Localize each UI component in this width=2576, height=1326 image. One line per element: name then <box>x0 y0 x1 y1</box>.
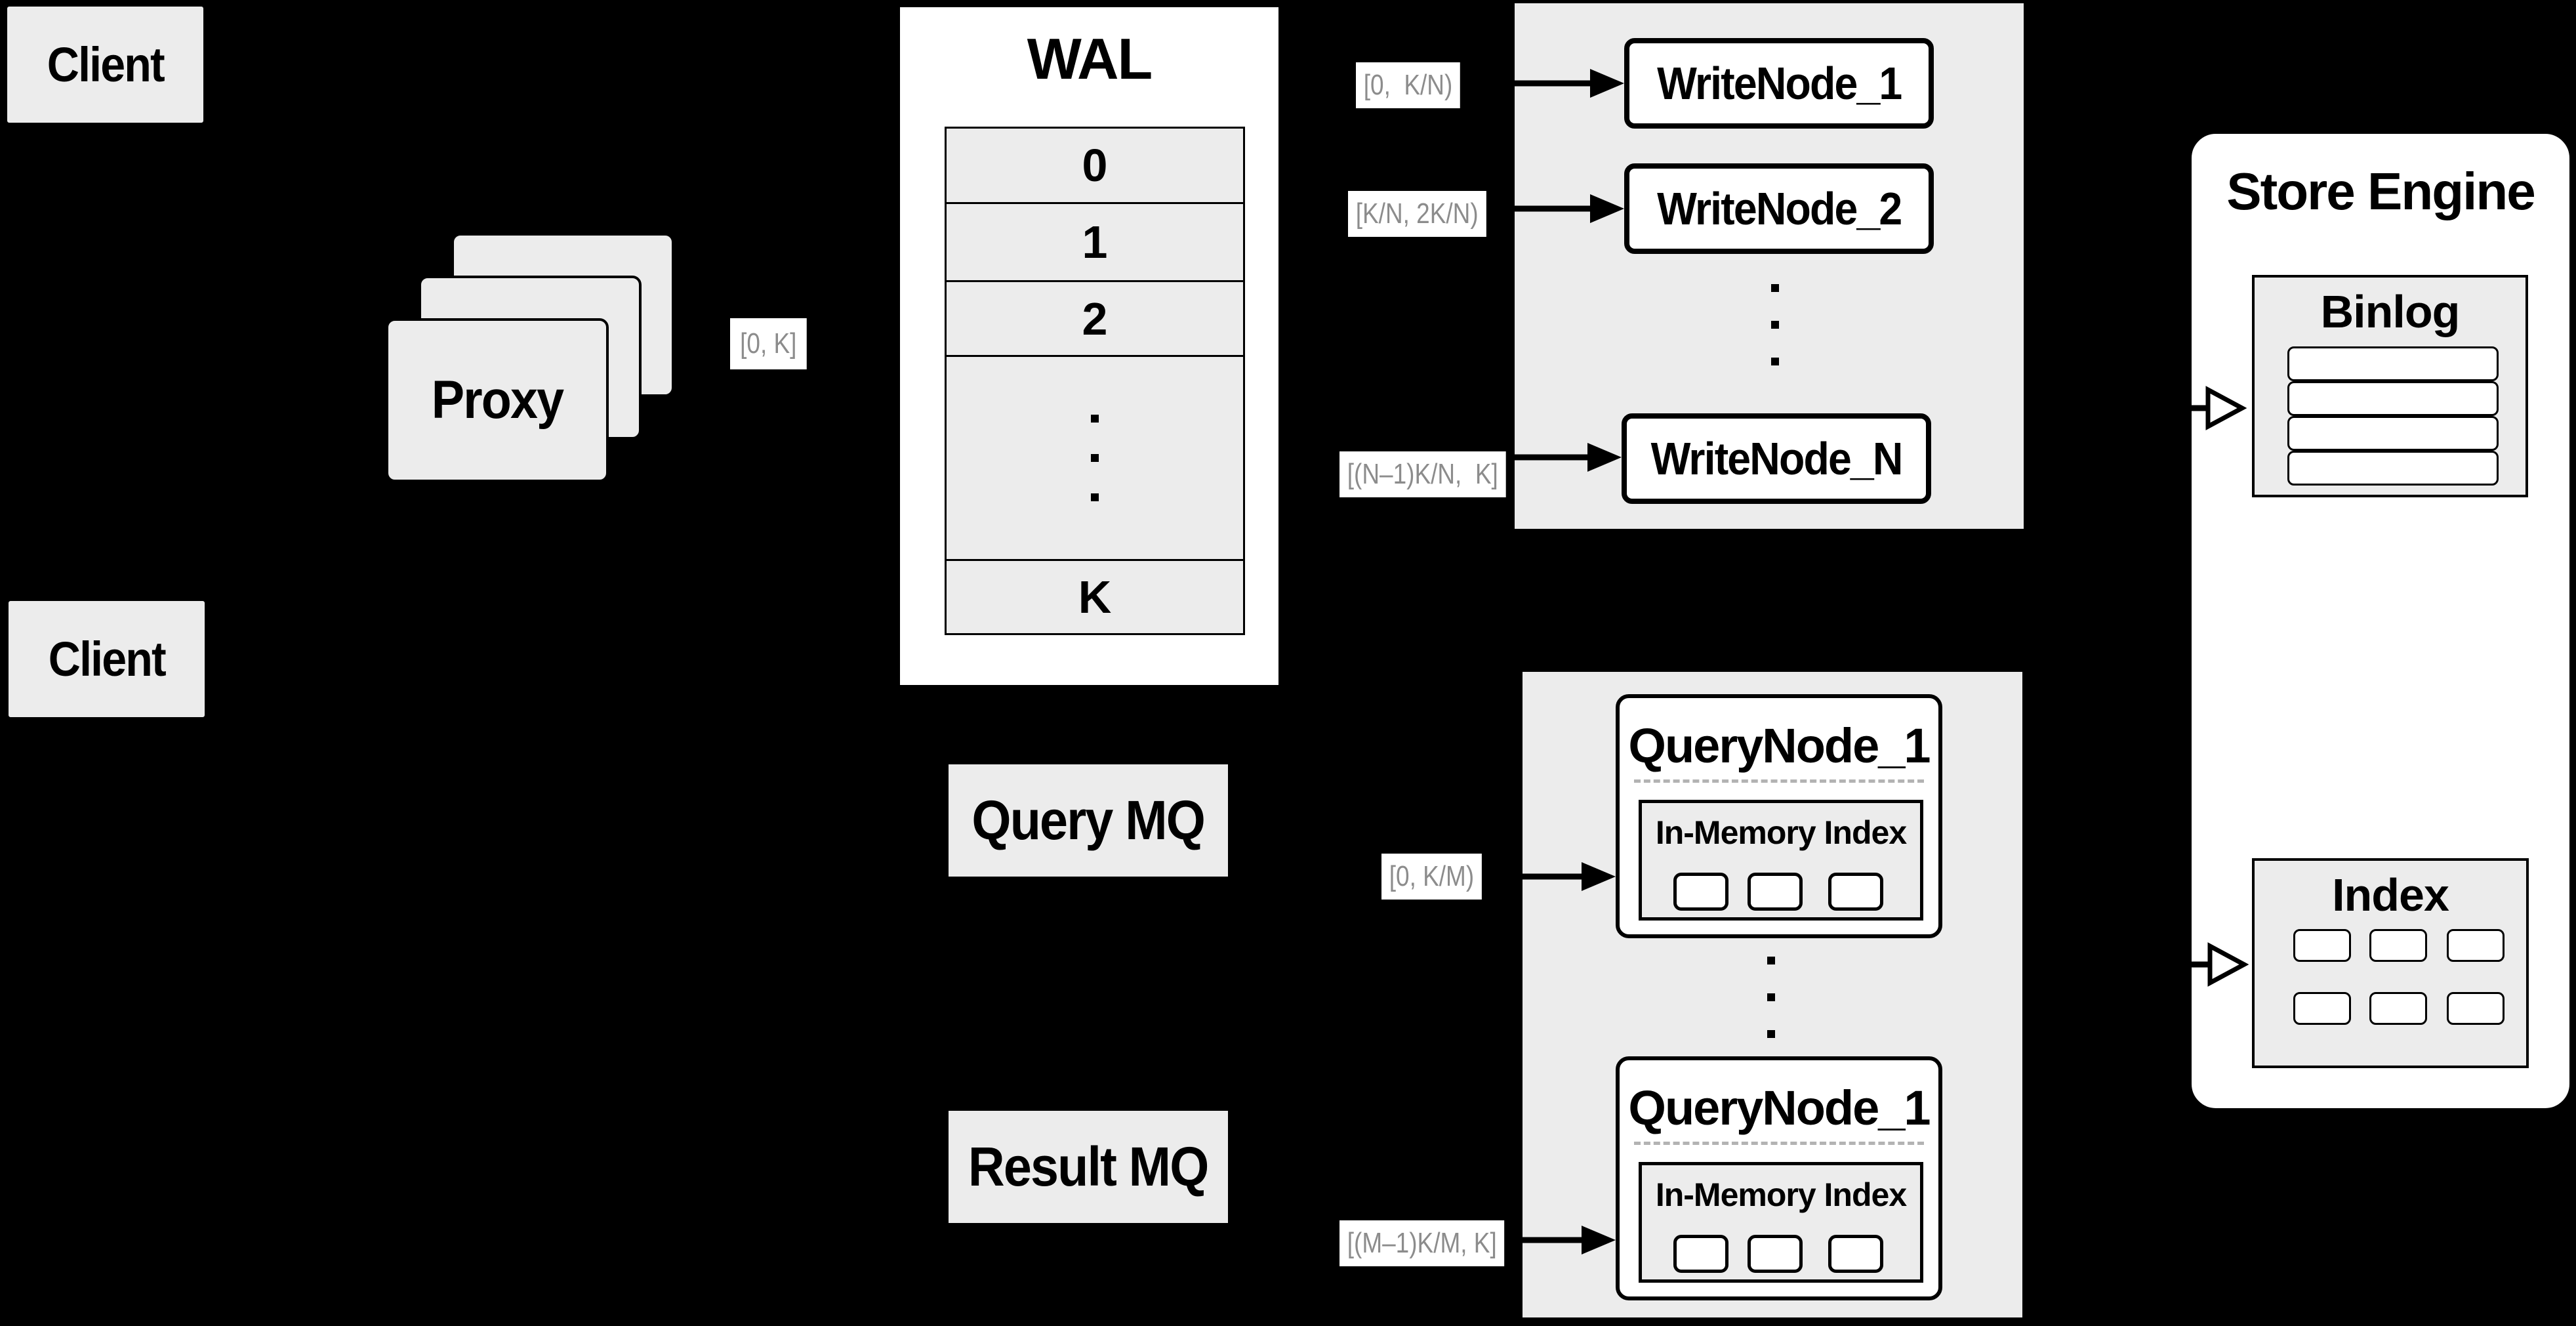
in-memory-index-top: In-Memory Index <box>1639 800 1923 921</box>
wal-segment-row: 1 <box>947 204 1243 282</box>
in-memory-index-bottom-title: In-Memory Index <box>1655 1176 1907 1213</box>
wal-segment-0: 0 <box>1082 140 1108 191</box>
writenode-n-label: WriteNode_N <box>1650 433 1904 484</box>
result-mq-label: Result MQ <box>968 1136 1209 1197</box>
wal-panel: WAL 0 1 2 K <box>897 5 1281 688</box>
querynode-top-title: QueryNode_1 <box>1628 718 1931 773</box>
index-segment-cell <box>1828 1235 1883 1273</box>
writenode-1: WriteNode_1 <box>1624 38 1934 129</box>
proxy-label: Proxy <box>431 370 564 430</box>
writenode-n: WriteNode_N <box>1622 413 1931 504</box>
querynode-bottom: QueryNode_1 In-Memory Index <box>1616 1056 1942 1300</box>
result-mq-node: Result MQ <box>947 1109 1230 1225</box>
querynode-bottom-title: QueryNode_1 <box>1628 1081 1931 1135</box>
binlog-row <box>2287 381 2499 416</box>
dashed-divider <box>1634 779 1924 783</box>
range-label-querynode-1: [0, K/M) <box>1381 854 1482 900</box>
wal-ellipsis-row <box>947 357 1243 561</box>
range-label-writenode-2: [K/N, 2K/N) <box>1348 191 1486 238</box>
writenode-2-label: WriteNode_2 <box>1656 183 1902 234</box>
vertical-ellipsis-icon <box>1091 415 1099 501</box>
index-segment-cell <box>1673 1235 1728 1273</box>
client-top-label: Client <box>47 37 165 92</box>
index-cell <box>2447 992 2504 1025</box>
binlog-row <box>2287 451 2499 486</box>
binlog-row <box>2287 416 2499 451</box>
wal-title: WAL <box>1027 26 1153 91</box>
index-title: Index <box>2332 869 2449 921</box>
writenode-1-label: WriteNode_1 <box>1656 58 1902 109</box>
index-segment-cell <box>1673 873 1728 911</box>
index-segment-cell <box>1828 873 1883 911</box>
in-memory-index-top-title: In-Memory Index <box>1655 814 1907 851</box>
wal-segment-1: 1 <box>1082 217 1108 268</box>
wal-segment-k: K <box>1078 571 1112 623</box>
wal-segment-row: 2 <box>947 282 1243 357</box>
dashed-divider <box>1634 1142 1924 1145</box>
index-cell <box>2293 992 2351 1025</box>
client-bottom-label: Client <box>48 632 166 686</box>
in-memory-index-bottom: In-Memory Index <box>1639 1162 1923 1283</box>
query-mq-label: Query MQ <box>971 789 1206 851</box>
wal-segment-row: K <box>947 561 1243 633</box>
store-engine-title: Store Engine <box>2226 162 2535 220</box>
index-cell <box>2293 929 2351 962</box>
binlog-row <box>2287 346 2499 381</box>
binlog-title: Binlog <box>2320 286 2461 337</box>
range-label-querynode-m: [(M–1)K/M, K] <box>1339 1220 1505 1267</box>
wal-segment-table: 0 1 2 K <box>945 127 1245 635</box>
wal-segment-2: 2 <box>1082 293 1108 344</box>
client-node-top: Client <box>5 5 205 125</box>
client-node-bottom: Client <box>7 599 207 719</box>
proxy-node: Proxy <box>386 318 609 482</box>
querynode-top: QueryNode_1 In-Memory Index <box>1616 694 1942 938</box>
querynode-group-panel: QueryNode_1 In-Memory Index QueryNode_1 … <box>1523 672 2022 1317</box>
index-segment-cell <box>1748 1235 1803 1273</box>
vertical-ellipsis-icon <box>1767 957 1775 1038</box>
index-segment-cell <box>1748 873 1803 911</box>
writenode-group-panel: WriteNode_1 WriteNode_2 WriteNode_N <box>1515 3 2024 529</box>
writenode-2: WriteNode_2 <box>1624 163 1934 254</box>
wal-segment-row: 0 <box>947 129 1243 204</box>
range-label-proxy-out: [0, K] <box>730 318 807 370</box>
index-cell <box>2369 992 2427 1025</box>
index-cell <box>2447 929 2504 962</box>
query-mq-node: Query MQ <box>947 762 1230 879</box>
index-cell <box>2369 929 2427 962</box>
range-label-writenode-n: [(N–1)K/N, K] <box>1339 451 1506 498</box>
range-label-writenode-1: [0, K/N) <box>1356 62 1461 109</box>
store-engine-panel: Store Engine Binlog Index <box>2190 132 2571 1110</box>
index-box: Index <box>2252 858 2529 1068</box>
vertical-ellipsis-icon <box>1771 284 1779 365</box>
binlog-box: Binlog <box>2252 275 2528 497</box>
